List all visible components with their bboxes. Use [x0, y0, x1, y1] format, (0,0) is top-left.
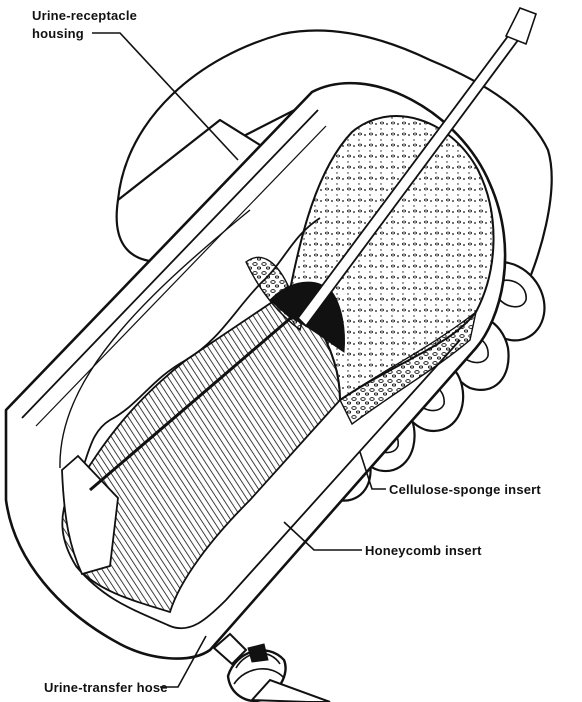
- label-honeycomb-insert: Honeycomb insert: [365, 543, 482, 559]
- hose-assembly: [214, 634, 330, 702]
- label-cellulose-sponge-insert: Cellulose-sponge insert: [389, 482, 541, 498]
- label-urine-transfer-hose: Urine-transfer hose: [44, 680, 168, 696]
- label-urine-receptacle-housing-line2: housing: [32, 26, 84, 42]
- probe-tip: [506, 8, 536, 44]
- hose-clamp-screw: [248, 644, 268, 662]
- label-urine-receptacle-housing: Urine-receptacle: [32, 8, 137, 24]
